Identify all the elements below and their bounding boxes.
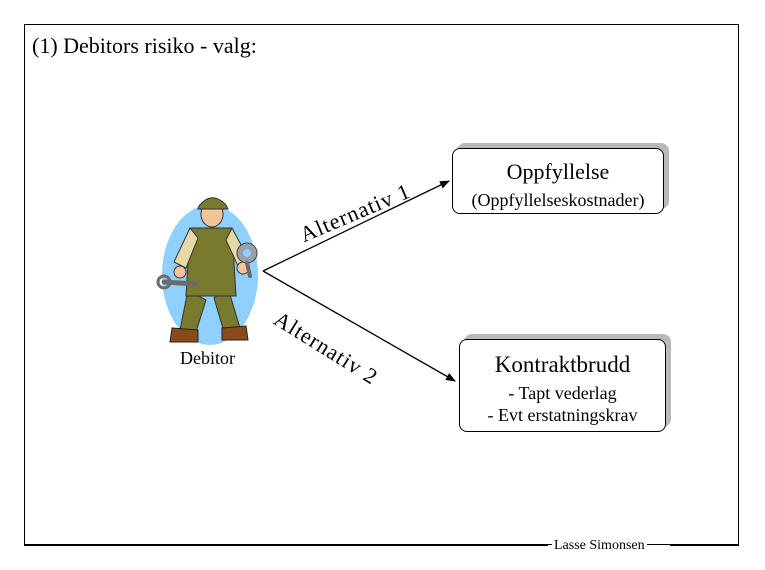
footer-rule-right (670, 545, 739, 546)
outcome-box-oppfyllelse: Oppfyllelse (Oppfyllelseskostnader) (452, 148, 664, 214)
arrow-alternativ-2 (262, 270, 456, 382)
footer-author: Lasse Simonsen (552, 538, 647, 554)
outcome-detail: (Oppfyllelseskostnader) (471, 190, 645, 210)
outcome-box-kontraktbrudd: Kontraktbrudd - Tapt vederlag - Evt erst… (459, 339, 666, 432)
worker-with-wrenches-icon (156, 197, 258, 345)
outcome-title: Oppfyllelse (506, 159, 610, 184)
outcome-detail: - Tapt vederlag (508, 383, 617, 403)
debitor-label: Debitor (180, 348, 235, 368)
slide-title: (1) Debitors risiko - valg: (32, 33, 257, 58)
slide-frame (24, 24, 739, 545)
outcome-title: Kontraktbrudd (494, 352, 631, 377)
outcome-detail: - Evt erstatningskrav (487, 405, 638, 425)
arrow-alternativ-1 (262, 180, 450, 272)
footer-rule-left (24, 545, 548, 546)
